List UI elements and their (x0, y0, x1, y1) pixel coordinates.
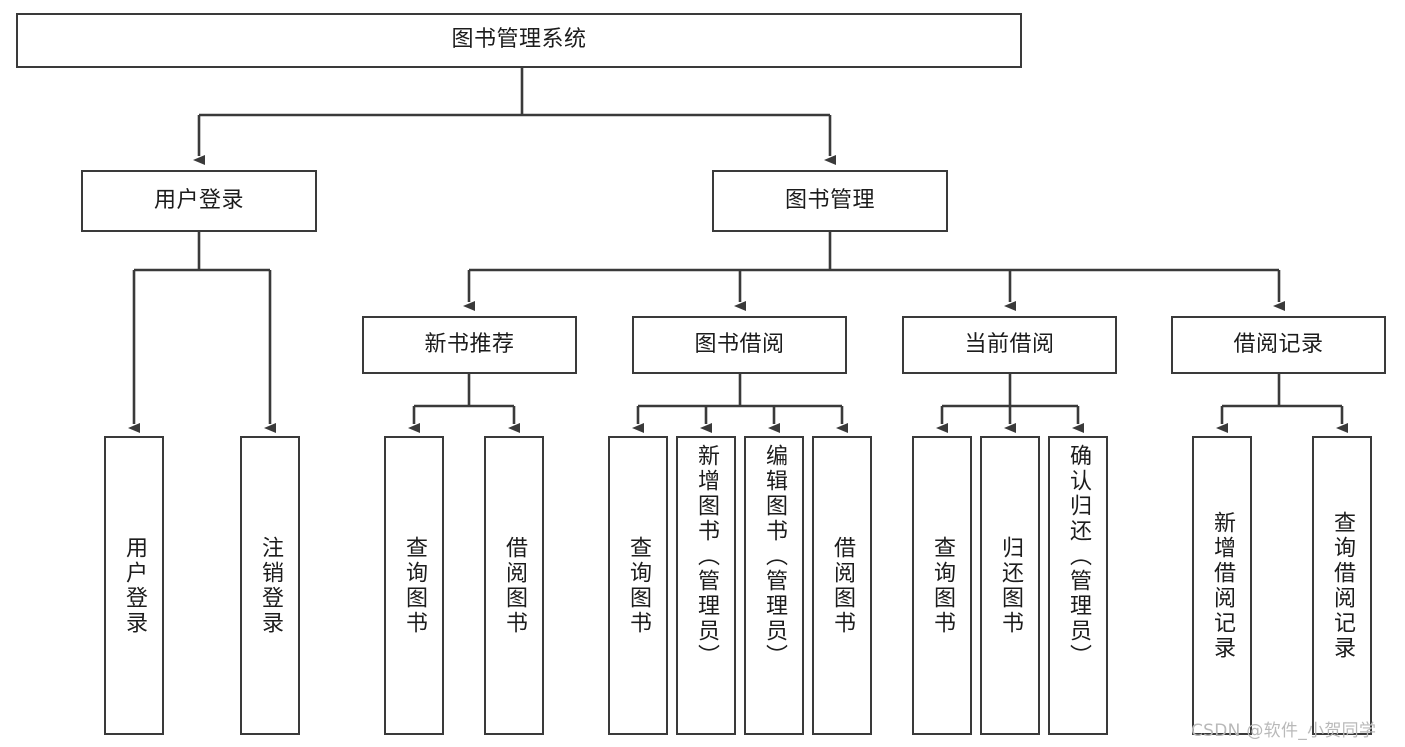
node-leaf-confirm-return[interactable]: 确认归还（管理员） (1048, 436, 1108, 735)
node-root-label: 图书管理系统 (451, 27, 587, 53)
node-leaf-edit-book-label: 编辑图书（管理员） (762, 444, 787, 669)
node-leaf-query-book-2[interactable]: 查询图书 (608, 436, 668, 735)
node-current-borrow-label: 当前借阅 (964, 331, 1055, 357)
node-leaf-query-record[interactable]: 查询借阅记录 (1312, 436, 1372, 735)
node-leaf-query-book-3-label: 查询图书 (930, 535, 955, 636)
node-leaf-borrow-book-2-label: 借阅图书 (830, 535, 855, 636)
node-leaf-edit-book[interactable]: 编辑图书（管理员） (744, 436, 804, 735)
node-leaf-logout-label: 注销登录 (258, 535, 283, 636)
node-leaf-borrow-book-1[interactable]: 借阅图书 (484, 436, 544, 735)
node-leaf-query-book-1-label: 查询图书 (402, 535, 427, 636)
csdn-watermark: CSDN @软件_小贺同学 (1191, 721, 1377, 741)
node-leaf-query-book-1[interactable]: 查询图书 (384, 436, 444, 735)
node-leaf-borrow-book-2[interactable]: 借阅图书 (812, 436, 872, 735)
node-leaf-confirm-return-label: 确认归还（管理员） (1066, 444, 1091, 669)
node-book-borrow[interactable]: 图书借阅 (632, 316, 847, 374)
node-leaf-user-login-label: 用户登录 (122, 535, 147, 636)
node-borrow-record-label: 借阅记录 (1233, 331, 1324, 357)
node-root[interactable]: 图书管理系统 (16, 13, 1022, 68)
node-leaf-user-login[interactable]: 用户登录 (104, 436, 164, 735)
node-borrow-record[interactable]: 借阅记录 (1171, 316, 1386, 374)
node-leaf-query-record-label: 查询借阅记录 (1330, 510, 1355, 661)
node-leaf-borrow-book-1-label: 借阅图书 (502, 535, 527, 636)
node-leaf-add-book-label: 新增图书（管理员） (694, 444, 719, 669)
node-leaf-query-book-2-label: 查询图书 (626, 535, 651, 636)
node-leaf-return-book-label: 归还图书 (998, 535, 1023, 636)
node-leaf-query-book-3[interactable]: 查询图书 (912, 436, 972, 735)
node-new-book-recommend[interactable]: 新书推荐 (362, 316, 577, 374)
node-leaf-add-book[interactable]: 新增图书（管理员） (676, 436, 736, 735)
node-current-borrow[interactable]: 当前借阅 (902, 316, 1117, 374)
node-leaf-logout[interactable]: 注销登录 (240, 436, 300, 735)
node-new-book-recommend-label: 新书推荐 (424, 331, 515, 357)
node-book-borrow-label: 图书借阅 (694, 331, 785, 357)
node-book-management[interactable]: 图书管理 (712, 170, 948, 232)
node-user-login[interactable]: 用户登录 (81, 170, 317, 232)
node-leaf-add-record[interactable]: 新增借阅记录 (1192, 436, 1252, 735)
node-book-management-label: 图书管理 (784, 187, 875, 213)
node-leaf-add-record-label: 新增借阅记录 (1210, 510, 1235, 661)
node-user-login-label: 用户登录 (153, 187, 244, 213)
node-leaf-return-book[interactable]: 归还图书 (980, 436, 1040, 735)
